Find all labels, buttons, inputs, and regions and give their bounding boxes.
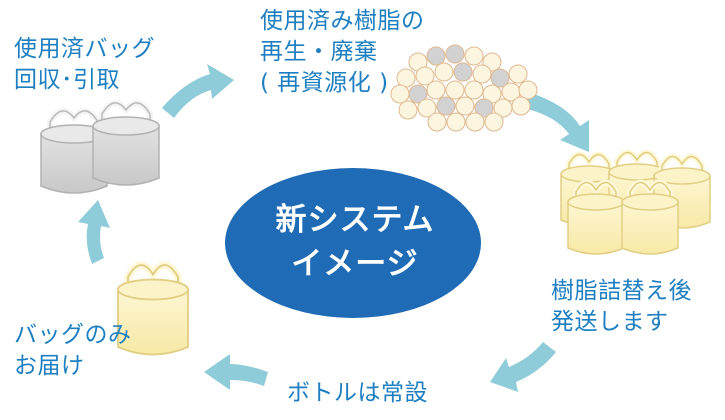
- step-collect-line2: 回収･引取: [14, 67, 120, 93]
- step-bottle-line1: ボトルは常設: [287, 380, 428, 406]
- center-title-line2: イメージ: [291, 246, 419, 282]
- step-bottle-label: ボトルは常設: [287, 378, 428, 409]
- resin-pellets-image: [390, 44, 538, 132]
- step-refill-label: 樹脂詰替え後 発送します: [551, 276, 692, 338]
- step-deliver-line2: お届け: [14, 353, 85, 379]
- center-ellipse: [225, 168, 481, 318]
- arrow-recycle-to-refill: [524, 92, 589, 152]
- step-refill-line2: 発送します: [551, 309, 669, 335]
- used-bags-image: [41, 103, 159, 193]
- step-deliver-label: バッグのみ お届け: [14, 320, 132, 382]
- refilled-bags-image: [561, 152, 710, 254]
- flow-arrows: [78, 64, 589, 392]
- arrow-bottle-to-deliver: [204, 354, 268, 390]
- step-recycle-line3: ( 再資源化 ): [260, 70, 389, 96]
- step-recycle-line2: 再生・廃棄: [260, 39, 378, 65]
- center-title: 新システム イメージ: [230, 198, 480, 286]
- arrow-collect-to-recycle: [162, 64, 234, 118]
- step-collect-label: 使用済バッグ 回収･引取: [14, 34, 155, 96]
- step-collect-line1: 使用済バッグ: [14, 36, 155, 62]
- arrow-refill-to-bottle: [490, 342, 556, 392]
- step-refill-line1: 樹脂詰替え後: [551, 278, 692, 304]
- step-deliver-line1: バッグのみ: [14, 322, 132, 348]
- arrow-deliver-to-collect: [78, 200, 110, 264]
- step-recycle-line1: 使用済み樹脂の: [260, 8, 425, 34]
- center-title-line1: 新システム: [275, 202, 435, 238]
- step-recycle-label: 使用済み樹脂の 再生・廃棄 ( 再資源化 ): [260, 6, 425, 99]
